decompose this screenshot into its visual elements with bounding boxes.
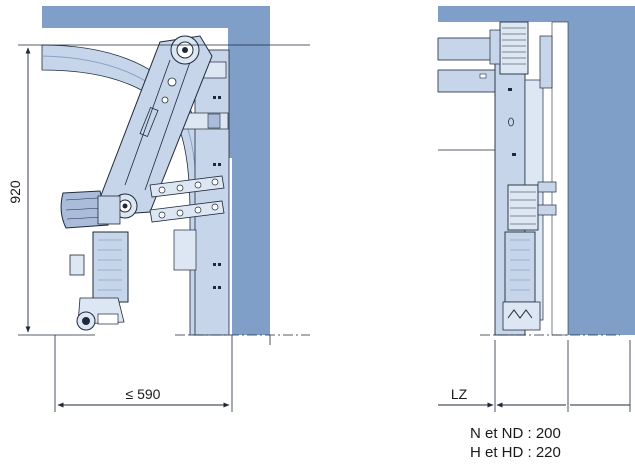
link-bar-upper <box>149 175 225 198</box>
gear-block <box>507 184 539 231</box>
width-dimension-label: ≤ 590 <box>126 386 161 402</box>
front-view: LZ <box>437 6 635 412</box>
wall-right <box>438 6 635 335</box>
note-line-2: H et HD : 220 <box>470 444 561 461</box>
motor-body-right <box>504 231 536 303</box>
upper-pulley <box>499 21 529 75</box>
wall-lintel <box>42 6 270 335</box>
height-dimension-label: 920 <box>7 180 23 204</box>
vertical-frame <box>194 49 230 336</box>
side-view: 920 ≤ 590 <box>7 6 310 412</box>
note-line-1: N et ND : 200 <box>470 425 561 442</box>
link-bar-lower <box>149 200 225 223</box>
lz-label: LZ <box>451 386 468 402</box>
